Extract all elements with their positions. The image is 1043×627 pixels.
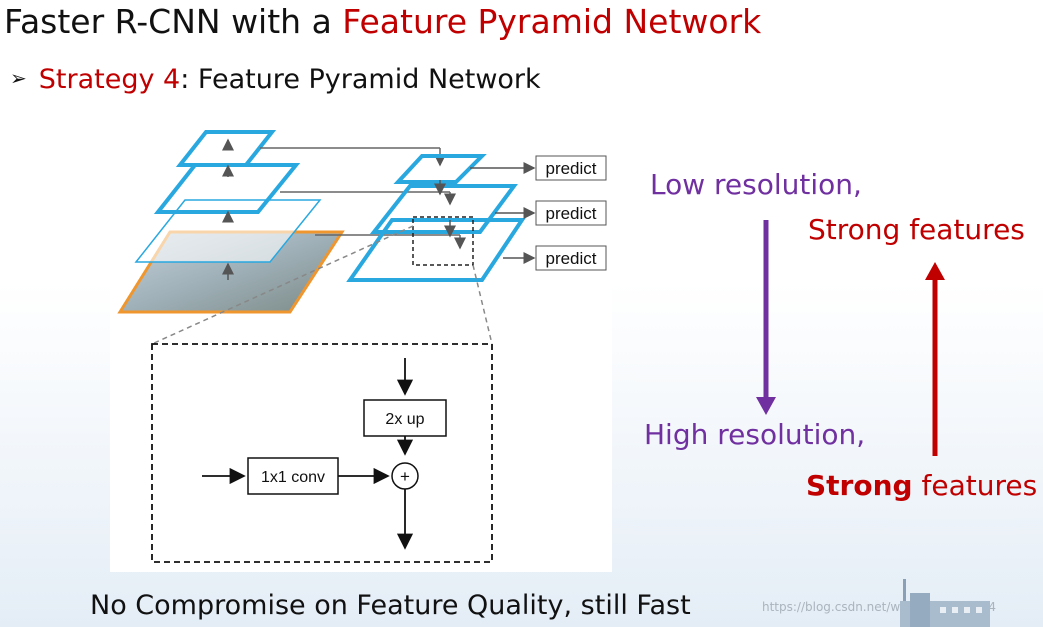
predict-box-2 [535, 200, 607, 226]
strong-features-top-label: Strong features [808, 213, 1025, 246]
pyramid-layer-faint [134, 199, 322, 263]
strong-word: Strong [806, 469, 913, 502]
conv-box [247, 457, 339, 495]
title-accent: Feature Pyramid Network [342, 2, 762, 41]
bullet-text: : Feature Pyramid Network [180, 64, 541, 95]
add-symbol: + [400, 467, 410, 486]
bullet-arrow-icon: ➢ [10, 66, 27, 90]
title-prefix: Faster R-CNN with a [4, 2, 343, 41]
predict-box-1 [535, 155, 607, 181]
low-resolution-label: Low resolution, [650, 168, 862, 201]
predict-label-1: predict [545, 159, 596, 178]
strong-features-bottom-label: Strong features [806, 469, 1037, 502]
up-arrow-icon [925, 262, 945, 456]
fpn-layer-mid [369, 184, 518, 234]
footer-text: No Compromise on Feature Quality, still … [90, 590, 691, 621]
fpn-figure: predict predict predict 2x up 1x1 conv + [110, 120, 612, 572]
predict-box-3 [535, 245, 607, 271]
detail-box [151, 343, 493, 563]
predict-label-3: predict [545, 249, 596, 268]
zoom-region [412, 216, 474, 266]
pyramid-layer-top [175, 130, 277, 167]
fpn-layer-top [393, 154, 487, 184]
bullet-line: ➢ Strategy 4: Feature Pyramid Network [10, 64, 541, 95]
slide-title: Faster R-CNN with a Feature Pyramid Netw… [4, 2, 761, 41]
down-arrow-icon [756, 220, 776, 415]
building-illustration [900, 579, 990, 627]
bullet-strategy: Strategy 4 [38, 64, 181, 95]
features-word: features [912, 469, 1038, 502]
conv-label: 1x1 conv [261, 469, 325, 486]
fpn-layer-bottom [346, 218, 526, 282]
predict-label-2: predict [545, 204, 596, 223]
fpn-diagram: predict predict predict 2x up 1x1 conv + [117, 130, 607, 563]
upsample-label: 2x up [385, 411, 424, 428]
upsample-box [363, 399, 447, 437]
high-resolution-label: High resolution, [644, 418, 866, 451]
